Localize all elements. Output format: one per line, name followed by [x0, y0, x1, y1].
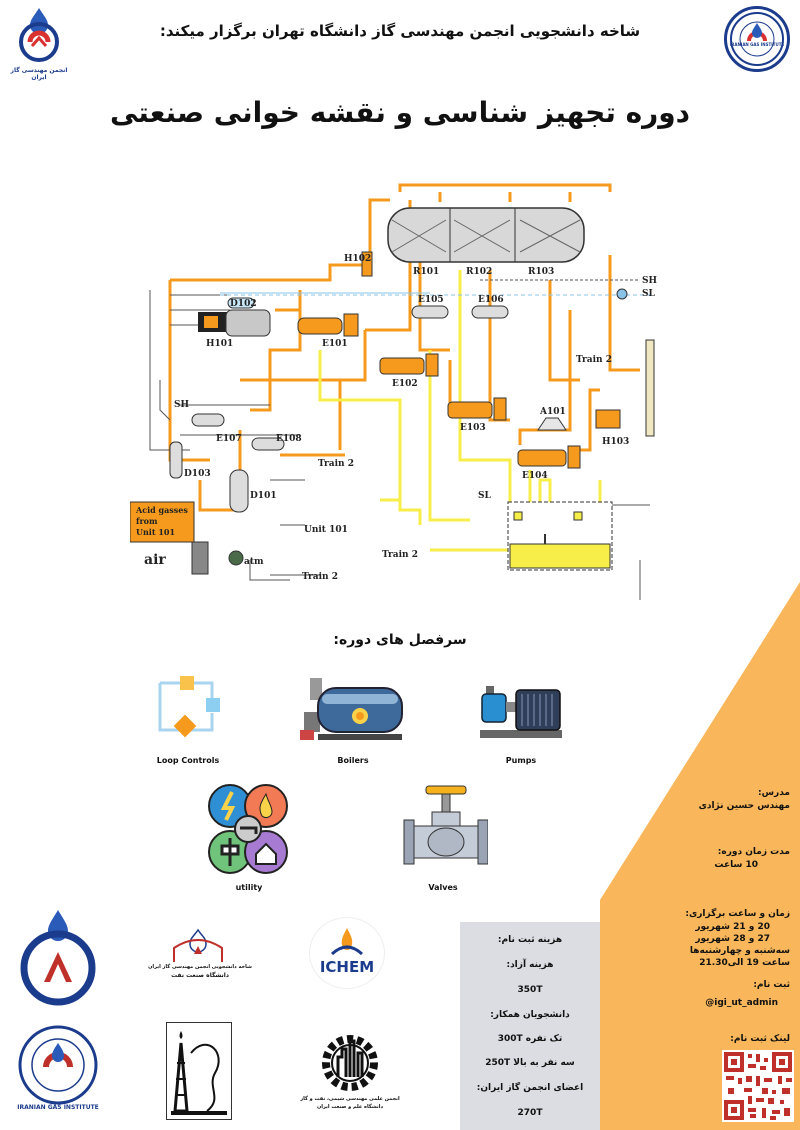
label-train2-d: Train 2 — [382, 550, 418, 560]
registration-qr-code[interactable] — [722, 1050, 794, 1122]
label-h101: H101 — [206, 339, 233, 349]
label-air: air — [144, 552, 166, 568]
label-atm: atm — [244, 557, 264, 567]
label-train2-b: Train 2 — [318, 459, 354, 469]
label-d103: D103 — [184, 469, 211, 479]
topic-label-boilers: Boilers — [337, 756, 369, 765]
label-r101: R101 — [413, 267, 439, 277]
ust-chemical-logo — [310, 1025, 390, 1095]
label-e106: E106 — [478, 295, 504, 305]
igi-logo-top-left — [8, 6, 70, 68]
igi-logo-top-right — [724, 6, 790, 72]
register-label: ثبت نام: — [753, 980, 790, 990]
organizer-text: شاخه دانشجویی انجمن مهندسی گاز دانشگاه ت… — [159, 22, 641, 40]
petroleum-university-logo — [168, 928, 228, 964]
label-r102: R102 — [466, 267, 492, 277]
utility-icon — [200, 782, 296, 878]
oil-tower-logo — [166, 1022, 232, 1120]
fees-heading: هزینه ثبت نام: — [497, 935, 563, 945]
ichem-wordmark: ICHEM — [319, 958, 375, 976]
fees-group: سه نفر به بالا 250T — [485, 1058, 575, 1068]
process-flow-diagram: R101 R102 R103 H102 SH SL D102 H101 E101… — [130, 183, 657, 600]
schedule-line-2: 27 و 28 شهریور — [695, 934, 770, 944]
label-sl-right: SL — [642, 289, 655, 299]
label-e105: E105 — [418, 295, 444, 305]
fees-single: تک نفره 300T — [497, 1034, 563, 1044]
topic-label-loop-controls: Loop Controls — [156, 756, 220, 765]
label-train2-c: Train 2 — [302, 572, 338, 582]
igi-logo-caption: انجمن مهندسی گاز ایران — [10, 67, 68, 81]
acid-line-3: Unit 101 — [136, 527, 175, 537]
label-d101: D101 — [250, 491, 277, 501]
duration-value: 10 ساعت — [714, 860, 758, 870]
petroleum-univ-line1: شاخه دانشجویی انجمن مهندسی گاز ایران — [148, 964, 252, 970]
ust-caption-line1: انجمن علمی مهندسی شیمی، نفت و گاز — [300, 1096, 400, 1102]
fees-igi-price: 270T — [517, 1108, 543, 1118]
register-id[interactable]: @igi_ut_admin — [705, 998, 778, 1008]
acid-line-2: from — [136, 516, 158, 526]
label-e102: E102 — [392, 379, 418, 389]
acid-line-1: Acid gasses — [135, 505, 188, 515]
topic-label-valves: Valves — [428, 883, 458, 892]
pump-icon — [478, 676, 564, 740]
schedule-line-4: ساعت 19 الی21.30 — [699, 958, 790, 968]
instructor-name: مهندس حسین نژادی — [698, 801, 790, 811]
topics-heading: سرفصل های دوره: — [333, 632, 467, 648]
reactor-vessel — [387, 207, 585, 263]
label-a101: A101 — [539, 407, 566, 417]
label-e101: E101 — [322, 339, 348, 349]
igi-bottom-left-caption: IRANIAN GAS INSTITUTE — [17, 1104, 99, 1111]
igi-bottom-left-logo — [16, 1015, 100, 1115]
schedule-label: زمان و ساعت برگزاری: — [685, 909, 790, 919]
label-e104: E104 — [522, 471, 548, 481]
schedule-line-1: 20 و 21 شهریور — [695, 922, 770, 932]
fees-igi-label: اعضای انجمن گاز ایران: — [476, 1083, 584, 1093]
fees-box — [460, 922, 600, 1130]
label-sl-mid: SL — [478, 491, 491, 501]
igi-tehran-branch-logo — [16, 908, 100, 1008]
label-d102: D102 — [230, 299, 257, 309]
topic-label-utility: utility — [235, 883, 263, 892]
topic-label-pumps: Pumps — [505, 756, 537, 765]
label-h103: H103 — [602, 437, 629, 447]
label-e107: E107 — [216, 434, 242, 444]
label-sh-left: SH — [174, 400, 189, 410]
schedule-line-3: سه‌شنبه و چهارشنبه‌ها — [689, 946, 790, 956]
fees-free-price: 350T — [517, 985, 543, 995]
label-e103: E103 — [460, 423, 486, 433]
duration-label: مدت زمان دوره: — [717, 847, 790, 857]
label-sh-right: SH — [642, 276, 657, 286]
fees-free-label: هزینه آزاد: — [506, 960, 554, 970]
ust-caption-line2: دانشگاه علم و صنعت ایران — [316, 1104, 384, 1110]
label-unit101: Unit 101 — [304, 525, 348, 535]
label-e108: E108 — [276, 434, 302, 444]
ichem-logo — [310, 918, 384, 988]
boiler-icon — [296, 672, 410, 744]
page-title: دوره تجهیز شناسی و نقشه خوانی صنعتی — [109, 96, 691, 129]
fees-partner-label: دانشجویان همکار: — [490, 1010, 570, 1020]
label-train2-a: Train 2 — [576, 355, 612, 365]
valve-icon — [402, 782, 489, 872]
label-h102: H102 — [344, 254, 371, 264]
acid-gasses-box — [130, 501, 195, 543]
instructor-label: مدرس: — [758, 788, 790, 798]
loop-controls-icon — [150, 668, 230, 748]
petroleum-univ-line2: دانشگاه صنعت نفت — [171, 972, 229, 979]
label-r103: R103 — [528, 267, 554, 277]
register-link-label: لینک ثبت نام: — [730, 1034, 790, 1044]
igi-logo-top-right-caption: IRANIAN GAS INSTITUTE — [729, 42, 785, 47]
